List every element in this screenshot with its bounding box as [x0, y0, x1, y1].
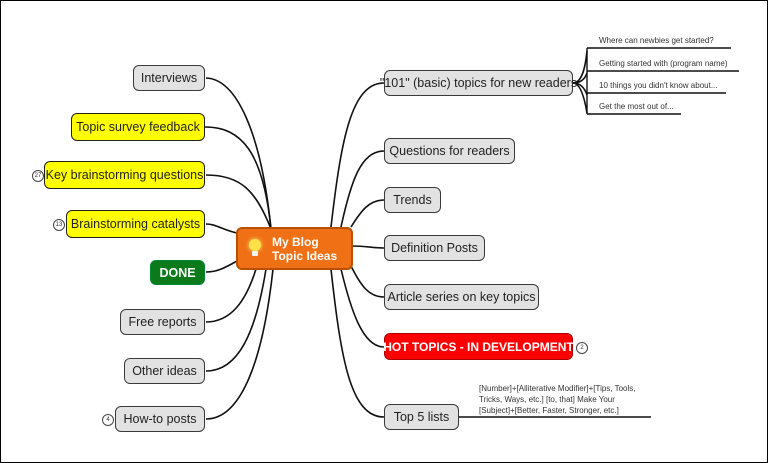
node-article-series[interactable]: Article series on key topics — [384, 284, 539, 310]
node-top5[interactable]: Top 5 lists — [384, 404, 459, 430]
subtopic-10-things[interactable]: 10 things you didn't know about... — [599, 81, 718, 90]
node-questions[interactable]: Questions for readers — [384, 138, 515, 164]
node-free-reports[interactable]: Free reports — [120, 309, 205, 335]
node-other-ideas[interactable]: Other ideas — [124, 358, 205, 384]
node-interviews[interactable]: Interviews — [133, 65, 205, 91]
lightbulb-icon — [248, 238, 262, 259]
node-definition[interactable]: Definition Posts — [384, 235, 485, 261]
central-title-line2: Topic Ideas — [272, 248, 338, 263]
node-hot-topics[interactable]: HOT TOPICS - IN DEVELOPMENT — [383, 333, 574, 360]
subtopic-getting-started[interactable]: Getting started with (program name) — [599, 59, 728, 68]
node-101-topics[interactable]: "101" (basic) topics for new readers — [380, 70, 577, 96]
node-catalysts[interactable]: Brainstorming catalysts — [66, 210, 205, 238]
node-trends[interactable]: Trends — [384, 187, 441, 213]
badge-catalysts: 13 — [53, 219, 65, 231]
top5-formula-note: [Number]+[Alliterative Modifier]+[Tips, … — [479, 383, 636, 416]
badge-key-questions: 27 — [32, 170, 44, 182]
subtopic-newbies[interactable]: Where can newbies get started? — [599, 36, 714, 45]
node-topic-survey[interactable]: Topic survey feedback — [71, 113, 205, 141]
note-line-2: Tricks, Ways, etc.] [to, that] Make Your — [479, 395, 615, 404]
node-done[interactable]: DONE — [150, 260, 205, 285]
badge-howto: 4 — [102, 414, 114, 426]
node-howto[interactable]: How-to posts — [115, 406, 205, 432]
central-topic[interactable]: My Blog Topic Ideas — [236, 227, 353, 270]
note-line-1: [Number]+[Alliterative Modifier]+[Tips, … — [479, 384, 636, 393]
badge-hot-topics: 2 — [576, 342, 588, 354]
node-key-questions[interactable]: Key brainstorming questions — [44, 161, 205, 189]
note-line-3: [Subject]+[Better, Faster, Stronger, etc… — [479, 406, 619, 415]
central-title-line1: My Blog — [272, 234, 319, 249]
subtopic-most-out-of[interactable]: Get the most out of... — [599, 102, 674, 111]
